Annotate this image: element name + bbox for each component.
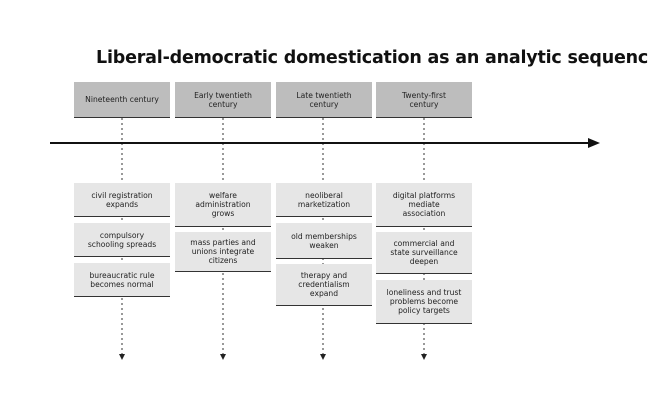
event-box: compulsory schooling spreads bbox=[74, 223, 170, 257]
event-box: mass parties and unions integrate citize… bbox=[175, 232, 271, 272]
arrowhead-2 bbox=[220, 354, 226, 360]
timeline-arrowhead bbox=[588, 138, 600, 148]
era-header-late-twentieth-century: Late twentieth century bbox=[276, 82, 372, 118]
event-box: old memberships weaken bbox=[276, 223, 372, 259]
arrowhead-3 bbox=[320, 354, 326, 360]
event-box: loneliness and trust problems become pol… bbox=[376, 280, 472, 324]
diagram-title: Liberal-democratic domestication as an a… bbox=[96, 48, 648, 68]
event-box: commercial and state surveillance deepen bbox=[376, 232, 472, 274]
era-header-early-twentieth-century: Early twentieth century bbox=[175, 82, 271, 118]
era-header-twenty-first-century: Twenty-first century bbox=[376, 82, 472, 118]
event-box: digital platforms mediate association bbox=[376, 183, 472, 227]
event-box: therapy and credentialism expand bbox=[276, 264, 372, 306]
era-header-nineteenth-century: Nineteenth century bbox=[74, 82, 170, 118]
event-box: civil registration expands bbox=[74, 183, 170, 217]
arrowhead-4 bbox=[421, 354, 427, 360]
event-box: welfare administration grows bbox=[175, 183, 271, 227]
event-box: neoliberal marketization bbox=[276, 183, 372, 217]
event-box: bureaucratic rule becomes normal bbox=[74, 263, 170, 297]
arrowhead-1 bbox=[119, 354, 125, 360]
